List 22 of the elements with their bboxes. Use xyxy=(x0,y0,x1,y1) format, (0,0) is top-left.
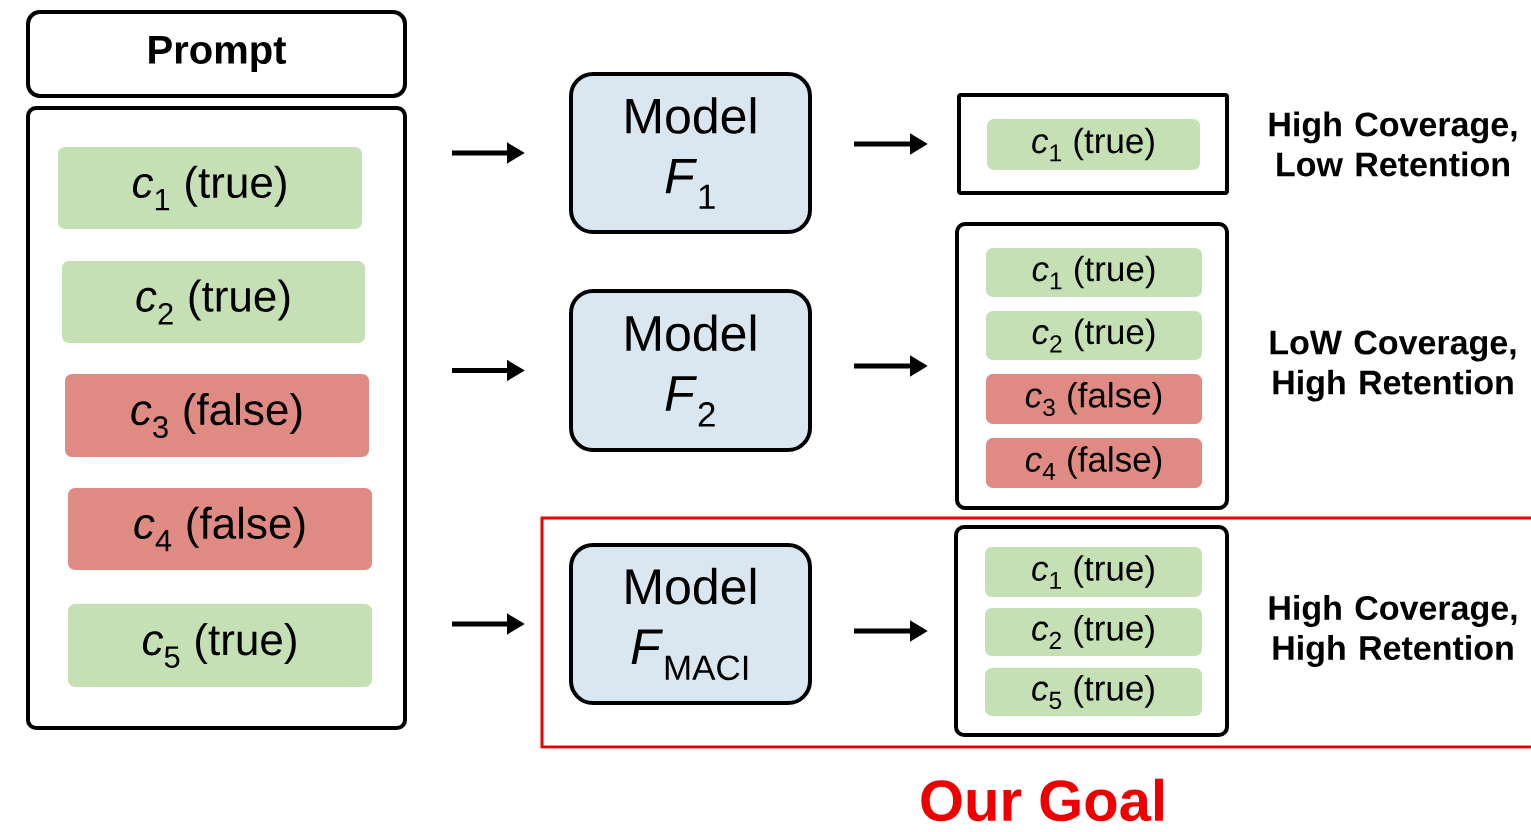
result-label: LoW Coverage, High Retention xyxy=(1270,330,1516,402)
claim-box: c$_{3}$ (false) xyxy=(65,374,369,457)
claim-box: c$_{1}$ (true) xyxy=(986,248,1202,297)
claim-box: c$_{1}$ (true) xyxy=(985,547,1202,597)
claim-box: c$_{2}$ (true) xyxy=(62,261,365,343)
model-box: Model F$_{MACI}$ xyxy=(569,543,812,705)
claim-box: c$_{2}$ (true) xyxy=(985,608,1202,656)
claim-box: c$_{4}$ (false) xyxy=(986,438,1202,488)
claim-box: c$_{5}$ (true) xyxy=(68,604,372,687)
claim-box: c$_{5}$ (true) xyxy=(985,668,1202,716)
list-box xyxy=(26,106,407,730)
claim-box: c$_{1}$ (true) xyxy=(987,119,1200,170)
result-label: High Coverage, High Retention xyxy=(1269,595,1517,667)
claim-box: c$_{3}$ (false) xyxy=(986,374,1202,424)
header-box: Prompt xyxy=(26,10,407,98)
result-label: High Coverage, Low Retention xyxy=(1269,111,1517,177)
claim-box: c$_{1}$ (true) xyxy=(58,147,362,229)
goal-heading: Our Goal xyxy=(921,778,1163,822)
model-box: Model F$_{1}$ xyxy=(569,72,812,234)
claim-box: c$_{4}$ (false) xyxy=(68,488,372,570)
claim-box: c$_{2}$ (true) xyxy=(986,311,1202,360)
model-box: Model F$_{2}$ xyxy=(569,289,812,452)
